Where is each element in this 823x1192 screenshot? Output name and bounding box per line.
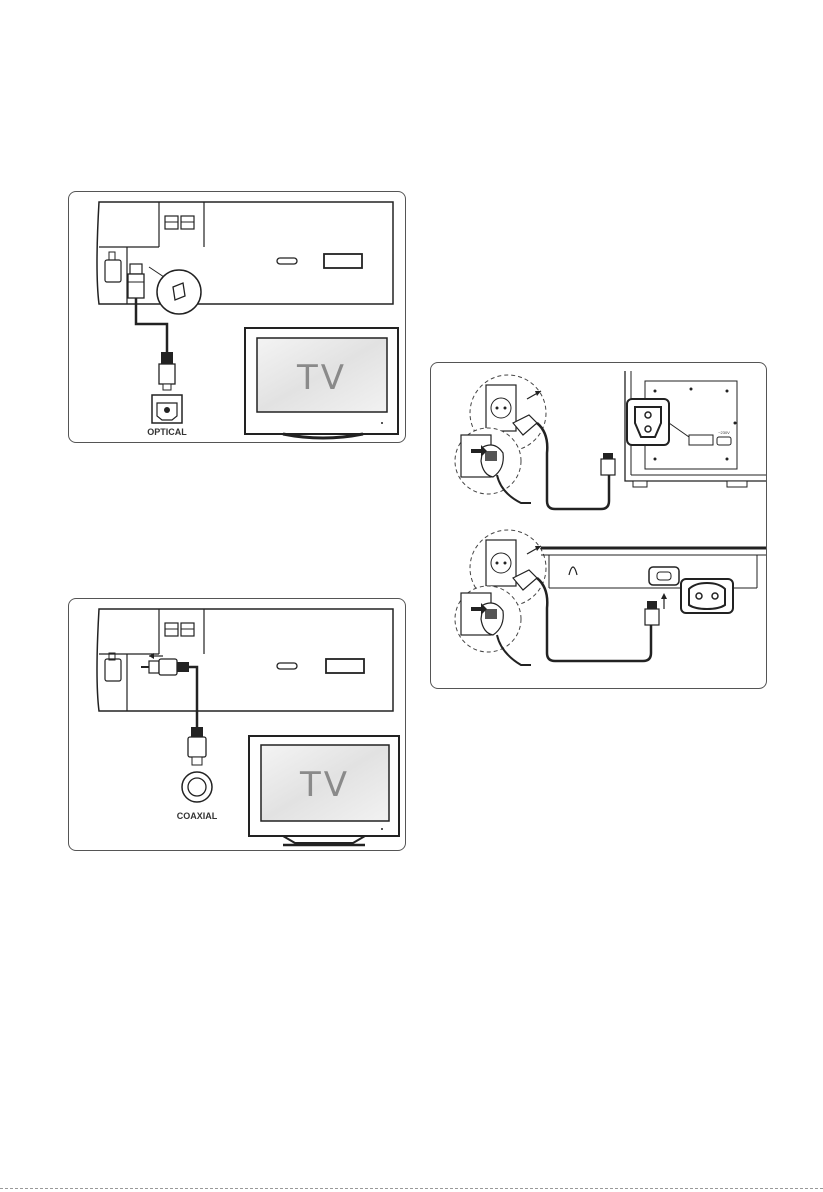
coaxial-port-label: COAXIAL: [177, 811, 218, 821]
wall-socket-hand-top: [455, 428, 521, 494]
subwoofer-port-label: ~230V: [718, 430, 730, 435]
tv-label: TV: [296, 358, 347, 398]
wall-socket-hand-bottom: [455, 586, 521, 652]
ac-inlet-zoom-bottom: [681, 579, 733, 613]
power-connection-diagram: ~230V: [431, 363, 766, 688]
coaxial-cable: [141, 659, 206, 765]
ac-inlet-zoom-top: [627, 399, 689, 445]
optical-connection-panel: OPTICAL TV: [68, 191, 406, 443]
soundbar-rear-panel: [97, 609, 393, 711]
optical-connection-diagram: OPTICAL TV: [69, 192, 405, 442]
optical-port-icon: [152, 395, 182, 423]
tv-label: TV: [299, 765, 350, 805]
coaxial-connection-diagram: COAXIAL TV: [69, 599, 405, 850]
coaxial-port-icon: [182, 772, 212, 802]
coaxial-connection-panel: COAXIAL TV: [68, 598, 406, 851]
power-connection-panel: ~230V: [430, 362, 767, 689]
optical-port-zoom: [149, 267, 201, 314]
page-bottom-rule: [0, 1188, 823, 1189]
optical-port-label: OPTICAL: [147, 427, 187, 437]
